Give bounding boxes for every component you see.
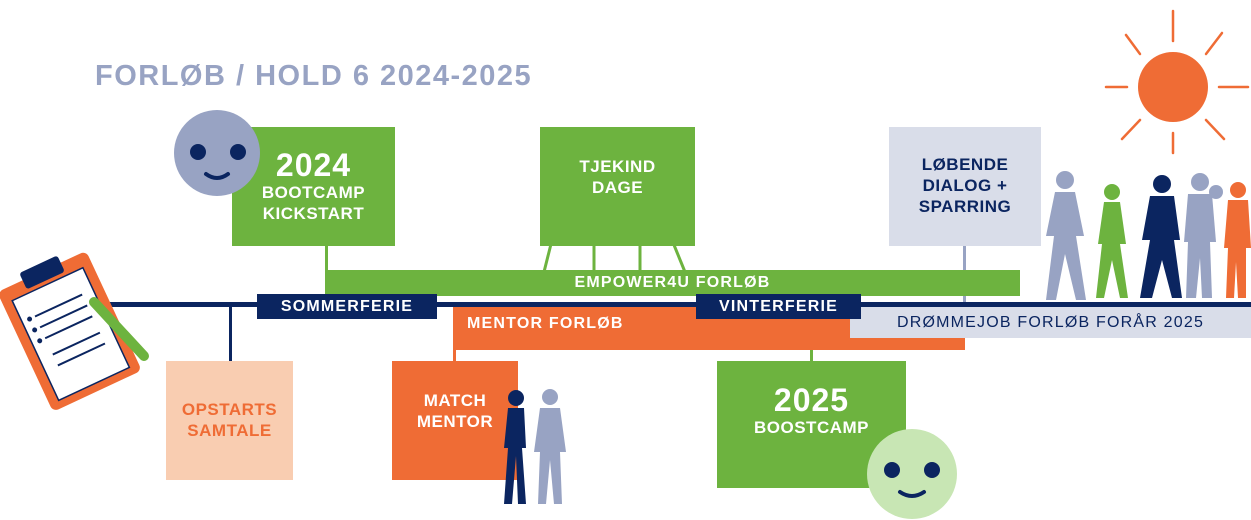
sun-icon (1104, 9, 1250, 155)
drommejob-bar: DRØMMEJOB FORLØB FORÅR 2025 (850, 307, 1251, 338)
empower-bar: EMPOWER4U FORLØB (325, 270, 1020, 296)
bootcamp-2024-box: 2024 BOOTCAMP KICKSTART (232, 127, 395, 246)
opstart-box: OPSTARTS SAMTALE (166, 361, 293, 480)
bootcamp-year: 2024 (275, 147, 352, 184)
sommerferie-label: SOMMERFERIE (257, 294, 437, 319)
tjekind-box: TJEKIND DAGE (540, 127, 695, 246)
opstart-line1: OPSTARTS (181, 399, 278, 419)
boostcamp-label: BOOSTCAMP (754, 418, 869, 438)
match-line1: MATCH (423, 391, 487, 410)
match-mentor-box: MATCH MENTOR (392, 361, 518, 480)
dialog-line2: DIALOG + (922, 176, 1008, 196)
opstart-line2: SAMTALE (187, 420, 272, 440)
dialog-line3: SPARRING (918, 196, 1012, 216)
page-title: FORLØB / HOLD 6 2024-2025 (95, 60, 533, 92)
match-line2: MENTOR (416, 411, 494, 431)
happy-face-icon (867, 429, 957, 519)
connector (325, 245, 328, 272)
pen-icon (89, 297, 149, 361)
vinterferie-label: VINTERFERIE (696, 294, 861, 319)
tjekind-line2: DAGE (591, 177, 644, 197)
boostcamp-year: 2025 (773, 382, 850, 418)
clipboard-icon (0, 252, 140, 410)
dialog-box: LØBENDE DIALOG + SPARRING (889, 127, 1041, 246)
bootcamp-line1: BOOTCAMP (261, 183, 366, 203)
timeline-line (95, 302, 1251, 307)
tjekind-line1: TJEKIND (579, 157, 656, 176)
bootcamp-line2: KICKSTART (262, 204, 365, 224)
sad-face-icon (174, 110, 260, 196)
dialog-line1: LØBENDE (921, 155, 1009, 175)
couple-icon (504, 389, 566, 504)
walking-people-icon (1046, 171, 1251, 300)
connector (229, 306, 232, 362)
